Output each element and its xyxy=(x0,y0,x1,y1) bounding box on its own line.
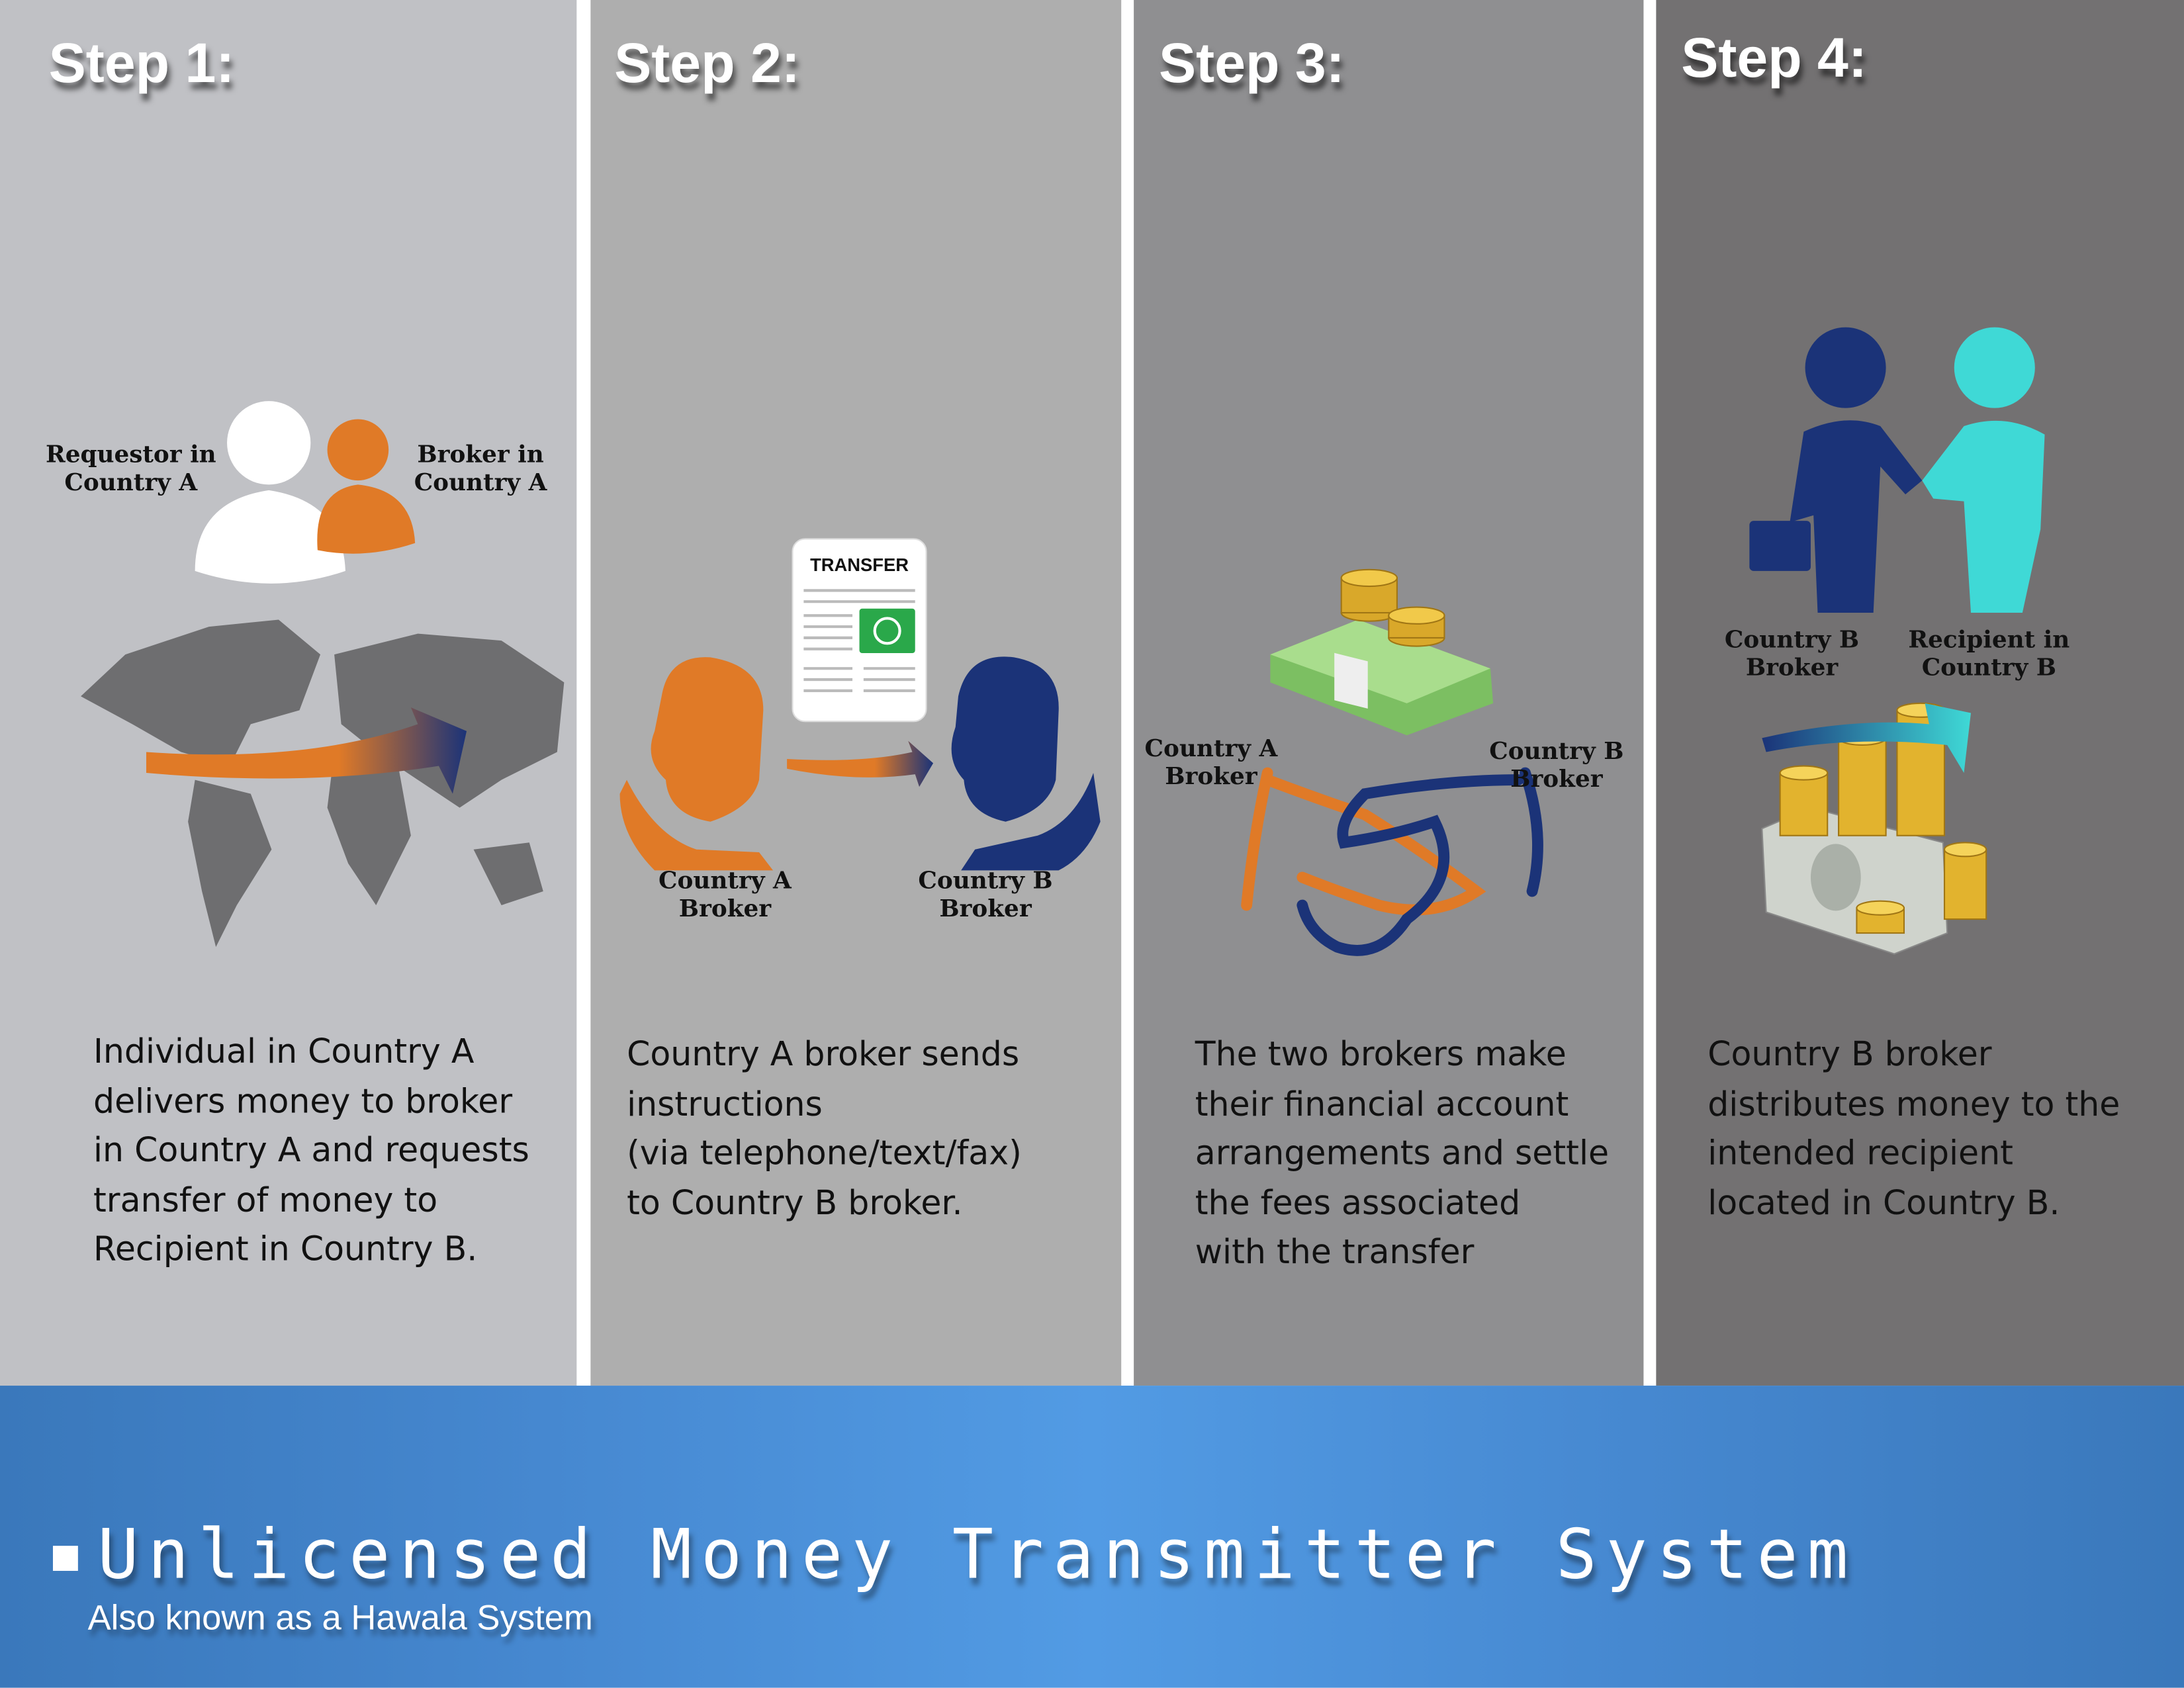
transfer-document-icon: TRANSFER xyxy=(792,538,927,723)
step-3-title: Step 3: xyxy=(1159,33,1345,95)
country-b-broker-face-icon xyxy=(951,656,1101,871)
requestor-person-icon xyxy=(195,401,345,584)
country-b-broker-label: Country B Broker xyxy=(1489,738,1624,794)
country-a-broker-label: Country A Broker xyxy=(1144,735,1278,791)
recipient-label: Recipient in Country B xyxy=(1908,627,2070,683)
money-icon xyxy=(859,608,915,654)
step-4-panel xyxy=(1656,0,2184,1386)
broker-person-icon xyxy=(317,419,416,554)
country-b-broker-label: Country B Broker xyxy=(918,867,1053,924)
banner-title: Unlicensed Money Transmitter System xyxy=(97,1515,1858,1595)
world-map-icon xyxy=(81,619,565,948)
step-1-title: Step 1: xyxy=(48,33,235,95)
step-2-description: Country A broker sends instructions (via… xyxy=(627,1034,1022,1223)
bullet-icon xyxy=(52,1546,78,1571)
send-arrow-icon xyxy=(787,740,934,787)
title-banner xyxy=(0,1386,2184,1688)
handshake-icon xyxy=(1241,767,1543,956)
cash-and-coins-icon xyxy=(1761,702,1987,955)
requestor-label: Requestor in Country A xyxy=(45,441,216,498)
broker-label: Broker in Country A xyxy=(414,441,547,498)
country-a-broker-label: Country A Broker xyxy=(659,867,792,924)
country-a-broker-face-icon xyxy=(619,657,774,871)
step-3-description: The two brokers make their financial acc… xyxy=(1195,1034,1610,1272)
transfer-document-label: TRANSFER xyxy=(810,555,909,575)
step-1-description: Individual in Country A delivers money t… xyxy=(93,1032,529,1270)
distribution-arrow-icon xyxy=(1762,703,1971,774)
country-b-broker-label: Country B Broker xyxy=(1724,627,1860,683)
money-stack-icon xyxy=(1270,568,1494,736)
step-2-title: Step 2: xyxy=(614,33,800,95)
step-4-description: Country B broker distributes money to th… xyxy=(1707,1034,2120,1223)
illustrations: TRANSFER xyxy=(81,327,2045,956)
recipient-person-icon xyxy=(1922,327,2045,613)
banner-subtitle: Also known as a Hawala System xyxy=(87,1599,593,1638)
country-b-broker-person-icon xyxy=(1749,327,1923,613)
transfer-arrow-icon xyxy=(146,707,467,794)
step-4-title: Step 4: xyxy=(1681,28,1867,89)
